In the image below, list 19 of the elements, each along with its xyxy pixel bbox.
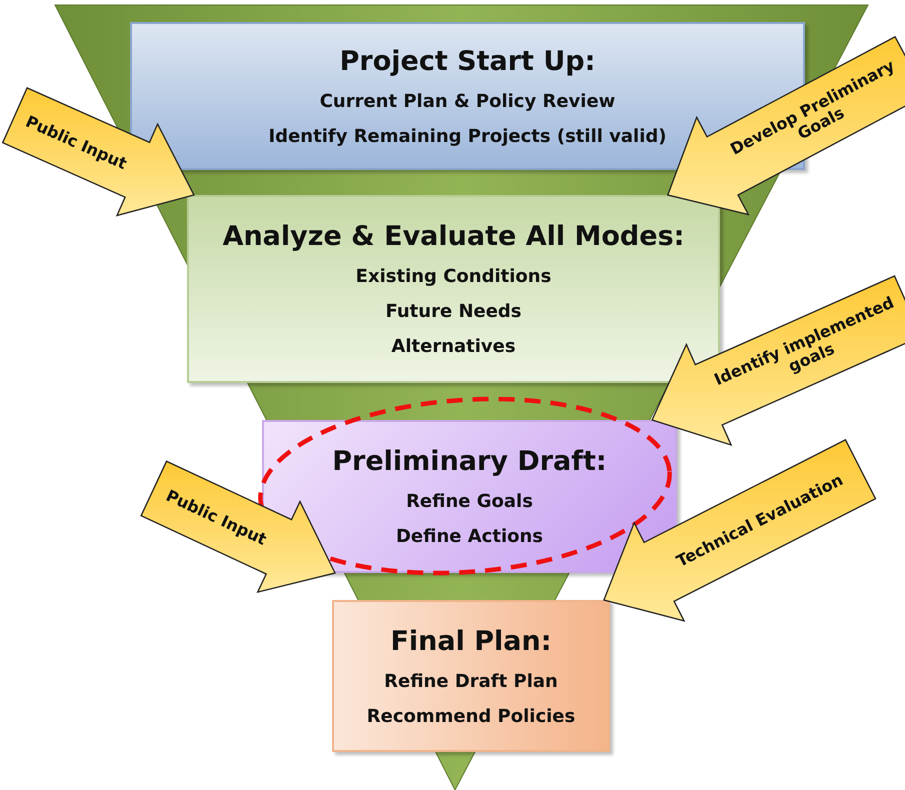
block-arrow <box>651 275 905 446</box>
stage-task: Alternatives <box>391 336 516 357</box>
stage-task: Refine Goals <box>406 491 533 512</box>
stage-task: Define Actions <box>396 526 544 547</box>
stage-task: Future Needs <box>385 301 522 322</box>
stage-task: Recommend Policies <box>366 706 576 726</box>
stage-task: Current Plan & Policy Review <box>320 90 616 112</box>
stage-box <box>332 600 610 752</box>
stage-heading: Final Plan: <box>390 626 552 656</box>
stage-task: Identify Remaining Projects (still valid) <box>268 126 667 146</box>
stage-task: Existing Conditions <box>356 266 552 287</box>
stage-heading: Project Start Up: <box>340 46 596 76</box>
stage-heading: Analyze & Evaluate All Modes: <box>222 221 684 252</box>
stage-heading: Preliminary Draft: <box>332 446 607 477</box>
block-arrow <box>2 87 195 216</box>
block-arrow <box>603 438 876 622</box>
block-arrow <box>666 36 905 216</box>
stage-task: Refine Draft Plan <box>384 670 558 692</box>
block-arrow <box>140 460 336 594</box>
